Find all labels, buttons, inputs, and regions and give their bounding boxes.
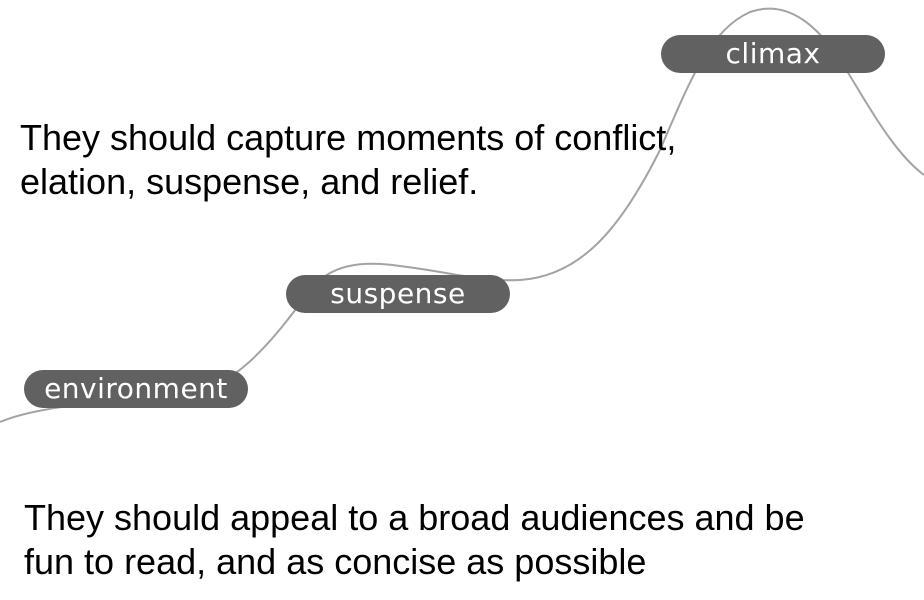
- bottom-caption: They should appeal to a broad audiences …: [24, 496, 904, 584]
- bottom-caption-line-1: They should appeal to a broad audiences …: [24, 497, 805, 538]
- suspense-label: suspense: [286, 275, 510, 313]
- climax-label: climax: [661, 35, 885, 73]
- top-caption: They should capture moments of conflict,…: [20, 116, 800, 204]
- environment-label: environment: [24, 370, 248, 408]
- top-caption-line-2: elation, suspense, and relief.: [20, 161, 479, 202]
- bottom-caption-line-2: fun to read, and as concise as possible: [24, 541, 647, 582]
- top-caption-line-1: They should capture moments of conflict,: [20, 117, 677, 158]
